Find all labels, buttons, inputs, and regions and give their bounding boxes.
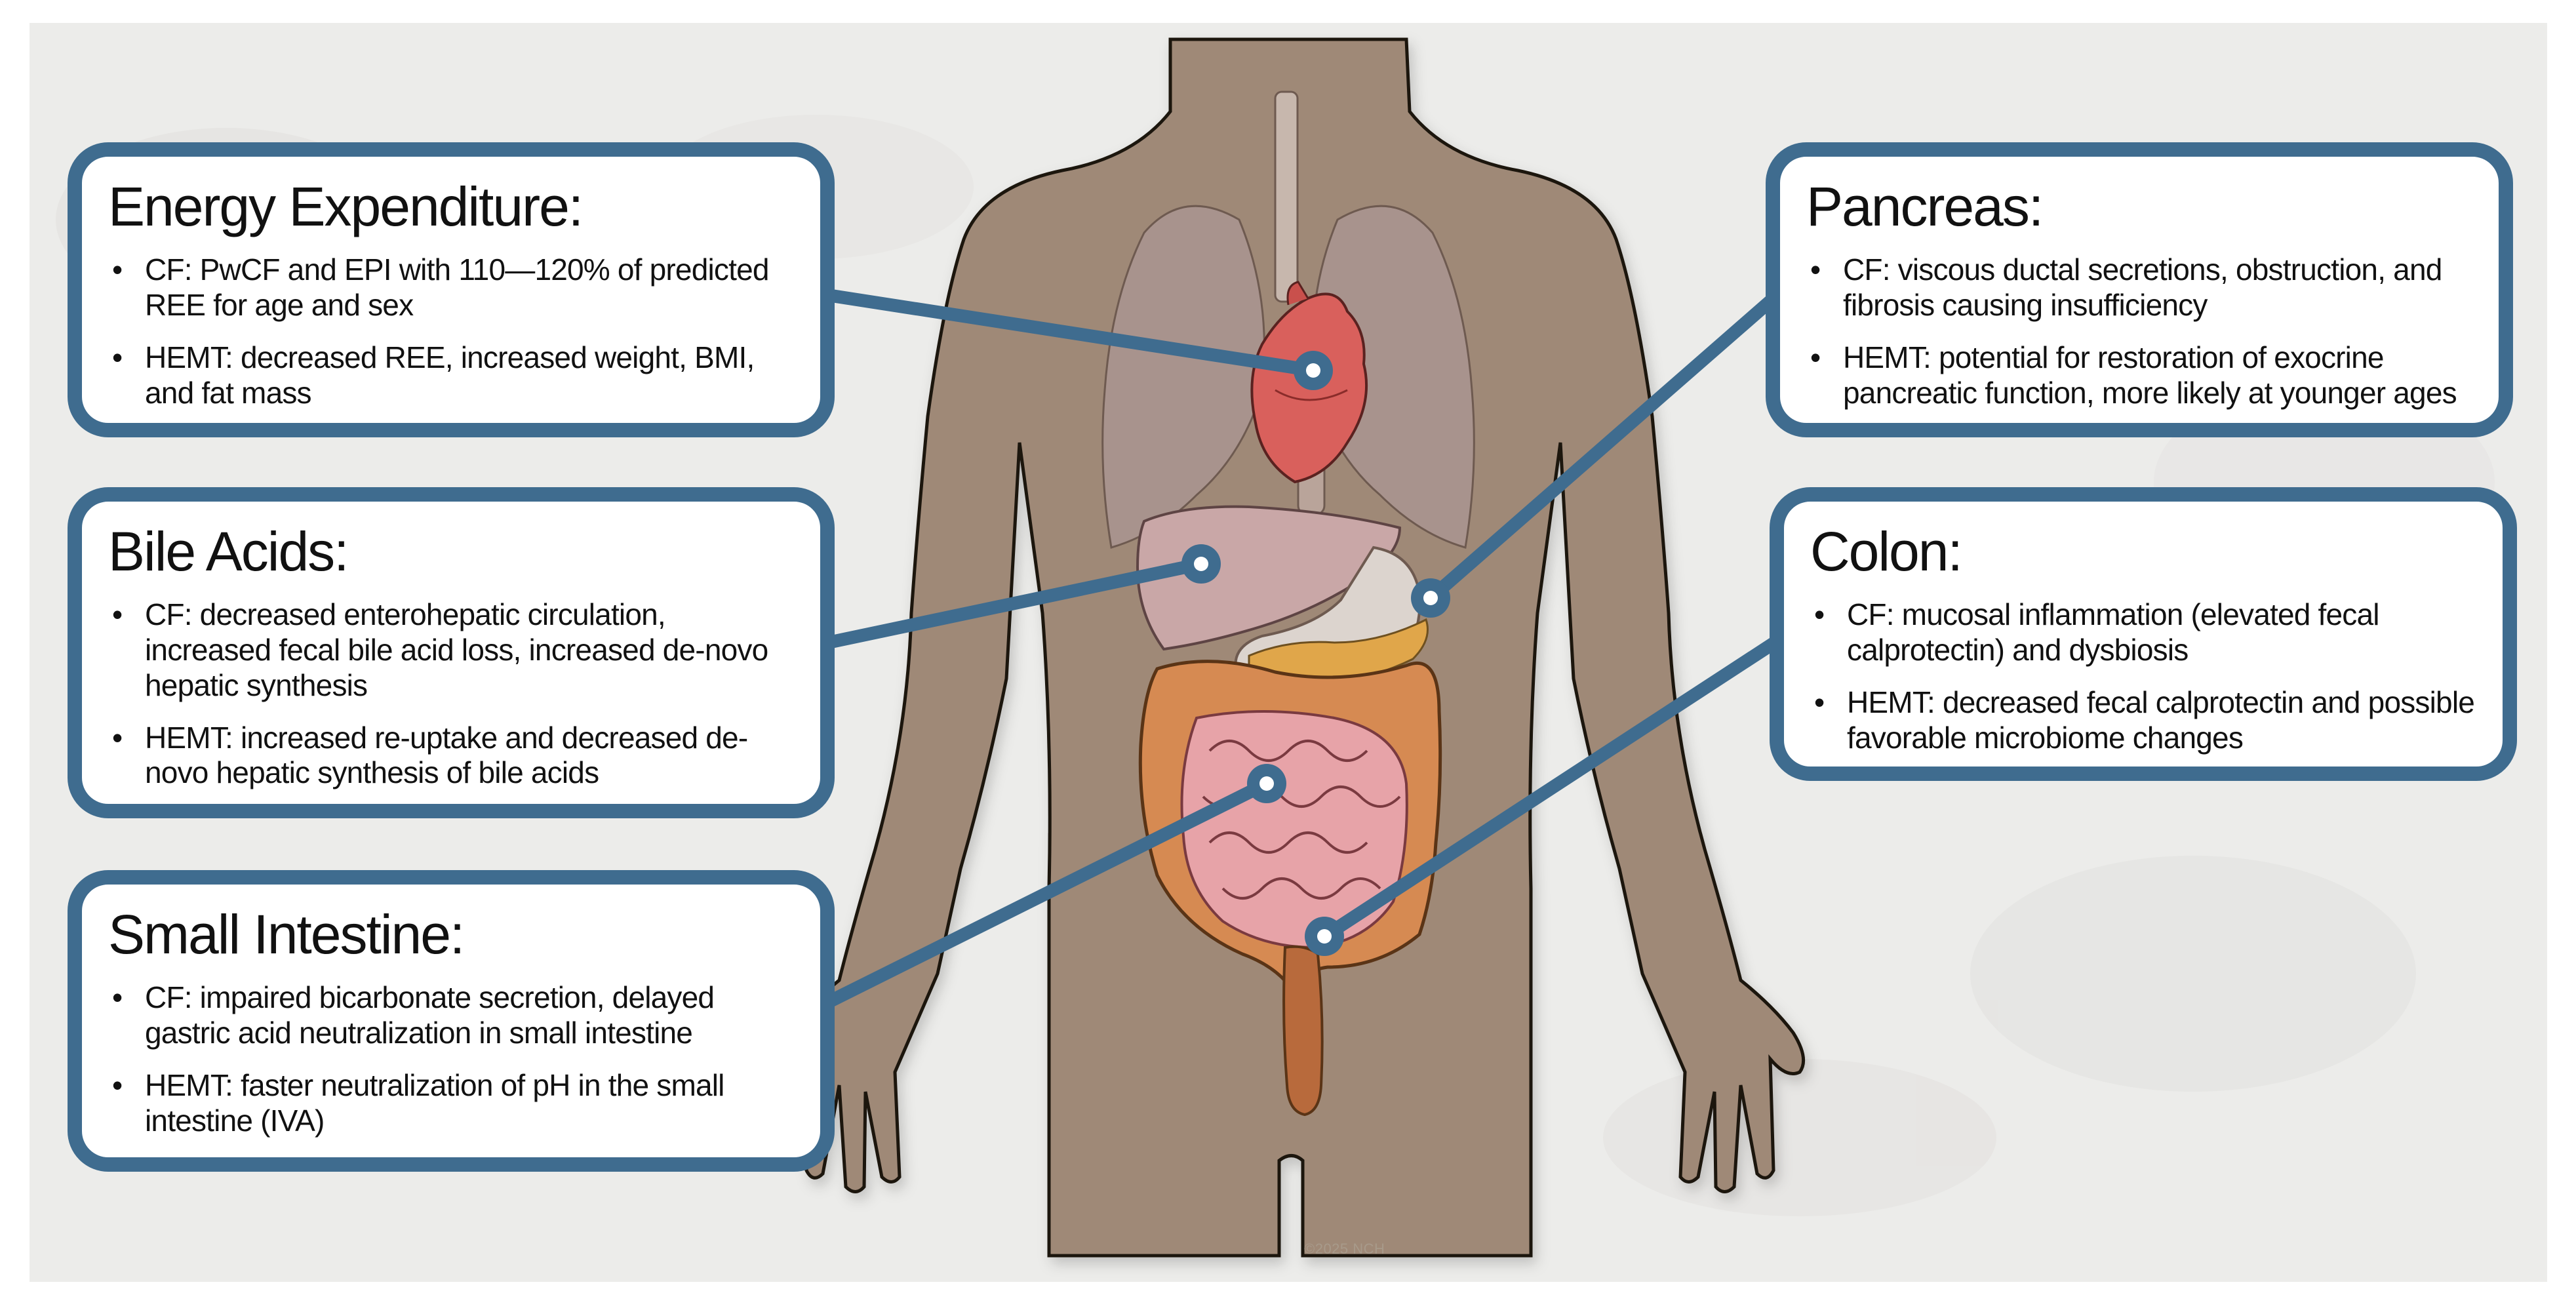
connector-small-intestine (800, 777, 1273, 1020)
anatomy-illustration (56, 37, 2495, 1258)
liver (1136, 505, 1402, 651)
bullet-list: CF: PwCF and EPI with 110—120% of predic… (108, 252, 794, 410)
bullet-item: CF: impaired bicarbonate secretion, dela… (108, 980, 794, 1051)
copyright-mark: ©2025 NCH (1304, 1241, 1385, 1257)
diagram-canvas: Energy Expenditure: CF: PwCF and EPI wit… (30, 23, 2547, 1282)
bullet-list: CF: viscous ductal secretions, obstructi… (1806, 252, 2472, 410)
rectum (1282, 945, 1324, 1117)
callout-colon: Colon: CF: mucosal inflammation (elevate… (1770, 487, 2517, 781)
small-intestine (1180, 710, 1408, 949)
callout-title: Colon: (1810, 521, 1963, 582)
connector-bile (800, 557, 1208, 654)
connector-markers (1181, 351, 1450, 956)
bullet-item: CF: PwCF and EPI with 110—120% of predic… (108, 252, 794, 323)
bullet-list: CF: mucosal inflammation (elevated fecal… (1810, 597, 2476, 755)
callout-title: Bile Acids: (108, 521, 349, 582)
callout-title: Pancreas: (1806, 176, 2044, 237)
bullet-item: CF: decreased enterohepatic circulation,… (108, 597, 794, 703)
connector-colon (1318, 620, 1806, 943)
callout-bile-acids: Bile Acids: CF: decreased enterohepatic … (68, 487, 835, 818)
bullet-list: CF: impaired bicarbonate secretion, dela… (108, 980, 794, 1138)
connector-lines (800, 269, 1806, 1020)
callout-title: Small Intestine: (108, 904, 465, 965)
bullet-list: CF: decreased enterohepatic circulation,… (108, 597, 794, 791)
callout-title: Energy Expenditure: (108, 176, 584, 237)
bullet-item: HEMT: increased re-uptake and decreased … (108, 721, 794, 791)
bullet-item: HEMT: faster neutralization of pH in the… (108, 1068, 794, 1139)
callout-small-intestine: Small Intestine: CF: impaired bicarbonat… (68, 870, 835, 1172)
bullet-item: HEMT: potential for restoration of exocr… (1806, 340, 2472, 411)
bullet-item: HEMT: decreased REE, increased weight, B… (108, 340, 794, 411)
bullet-item: CF: viscous ductal secretions, obstructi… (1806, 252, 2472, 323)
callout-energy-expenditure: Energy Expenditure: CF: PwCF and EPI wit… (68, 142, 835, 437)
bullet-item: CF: mucosal inflammation (elevated fecal… (1810, 597, 2476, 668)
bullet-item: HEMT: decreased fecal calprotectin and p… (1810, 685, 2476, 756)
connector-pancreas (1424, 269, 1806, 605)
connector-energy (800, 285, 1320, 377)
callout-pancreas: Pancreas: CF: viscous ductal secretions,… (1766, 142, 2513, 437)
